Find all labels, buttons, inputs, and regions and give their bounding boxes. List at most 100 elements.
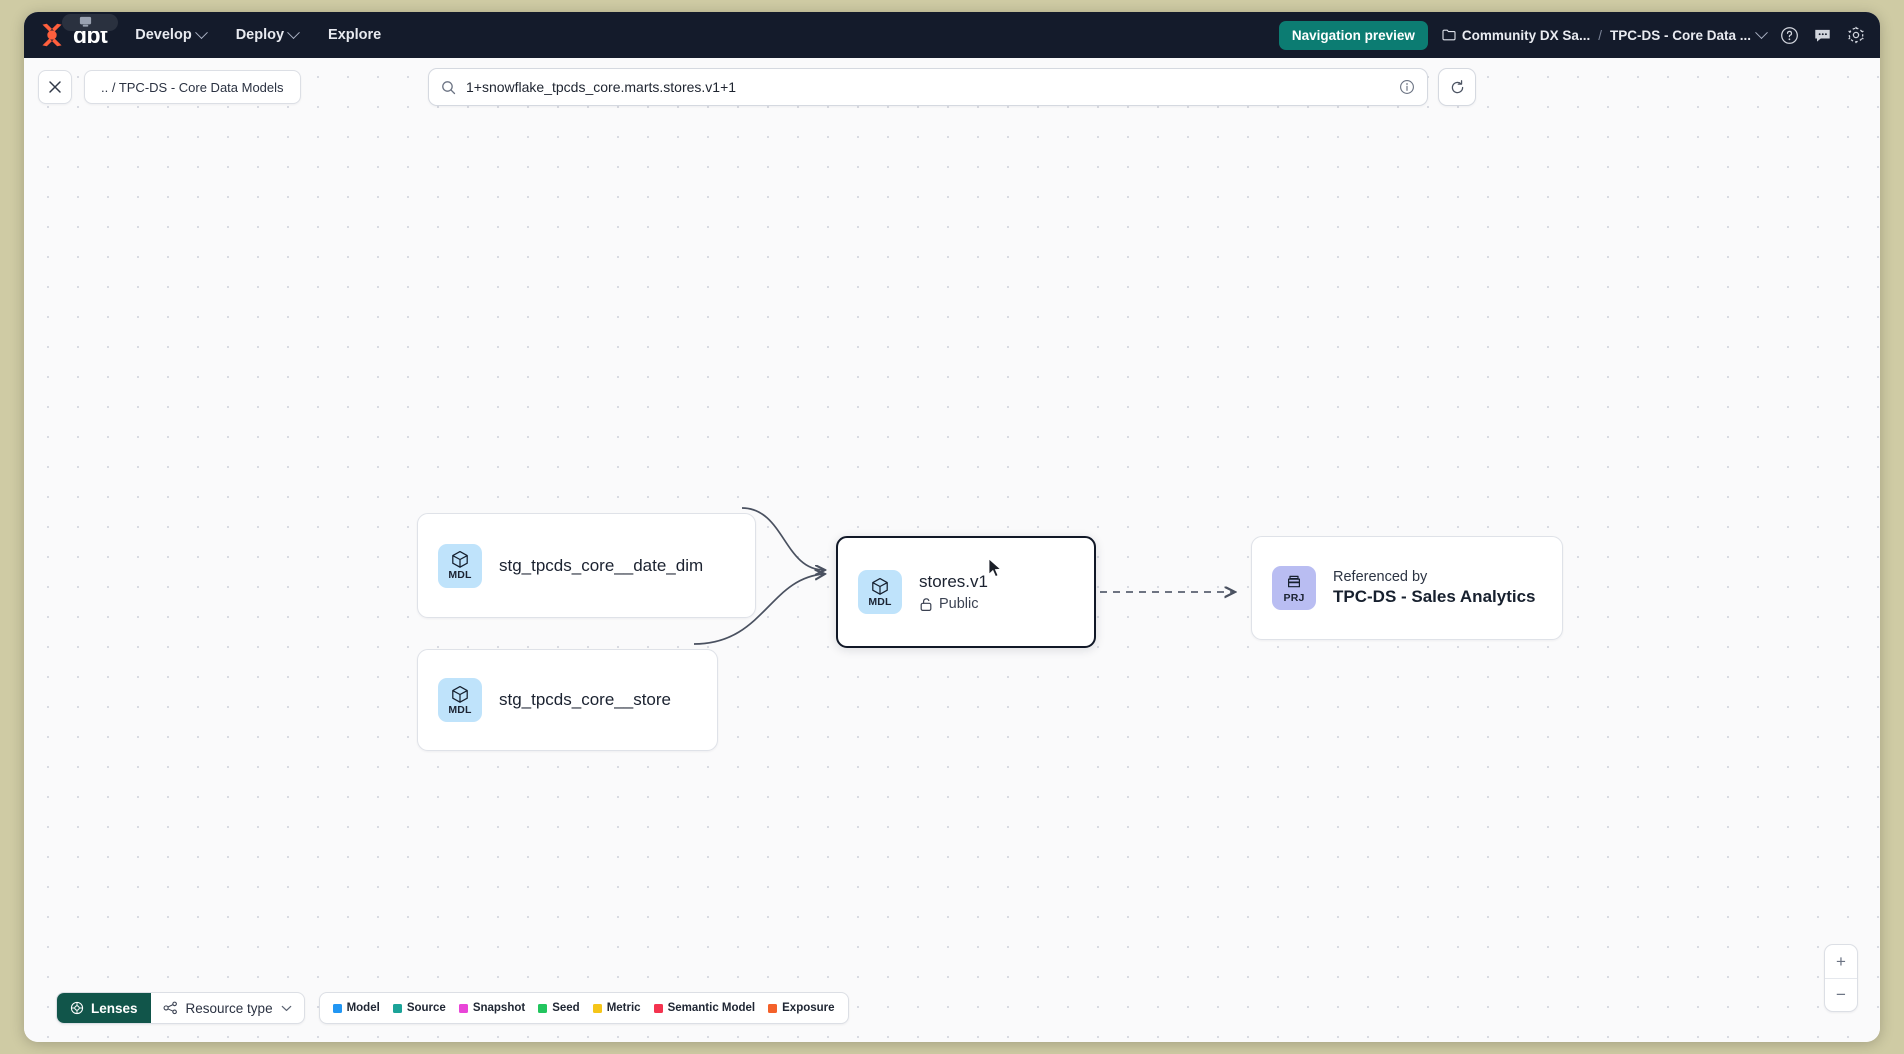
refresh-button[interactable] [1438,68,1476,106]
node-badge-mdl: MDL [438,678,482,722]
nav-item-deploy-label: Deploy [235,27,285,43]
breadcrumb-project[interactable]: TPC-DS - Core Data ... [1609,25,1768,43]
resource-type-dropdown[interactable]: Resource type [151,993,304,1023]
legend-label: Metric [606,1002,641,1014]
breadcrumb-separator: / [1598,27,1602,43]
legend-swatch [592,1003,602,1013]
breadcrumb-account-label: Community DX Sa... [1461,27,1591,43]
unlock-icon [920,597,932,611]
folder-icon [1442,29,1456,41]
breadcrumb-chip[interactable]: .. / TPC-DS - Core Data Models [84,70,301,104]
dbt-logo-icon [42,23,62,47]
node-badge-mdl: MDL [858,570,902,614]
nav-item-develop[interactable]: Develop [133,21,208,49]
node-access: Public [919,596,988,612]
chevron-down-icon [287,25,300,39]
legend-item-metric: Metric [592,1002,641,1014]
refresh-icon [1451,79,1463,93]
close-lineage-button[interactable] [38,70,72,104]
chevron-down-icon [194,25,208,39]
node-kicker: Referenced by [1333,569,1428,585]
chevron-down-icon [281,1005,291,1011]
lineage-canvas[interactable]: MDL stg_tpcds_core__date_dim MDL stg_tpc… [24,58,1880,1042]
legend-swatch [538,1003,548,1013]
lenses-label: Lenses [91,1000,138,1016]
lineage-edges [693,507,1880,645]
lens-icon [70,1001,84,1015]
search-icon [442,80,456,94]
legend-item-source: Source [392,1002,446,1014]
zoom-out-button[interactable]: − [1825,978,1857,1011]
legend-label: Source [406,1002,446,1014]
feedback-button[interactable] [1813,26,1832,45]
zoom-in-button[interactable]: + [1836,951,1846,971]
close-icon [49,81,61,93]
question-circle-icon [1781,26,1798,44]
chat-bubble-icon [1815,29,1830,42]
edge-store-to-stores [693,574,824,645]
breadcrumb-account[interactable]: Community DX Sa... [1442,28,1590,43]
gear-icon [1848,26,1864,44]
node-badge-prj: PRJ [1272,566,1316,610]
legend-label: Model [346,1002,380,1014]
legend-label: Snapshot [472,1002,526,1014]
lineage-toolbar: .. / TPC-DS - Core Data Models [24,58,1880,116]
legend-swatch [653,1003,663,1013]
node-badge-label: MDL [448,703,472,716]
project-stack-icon [1288,575,1300,588]
node-text-block: Referenced by TPC-DS - Sales Analytics [1333,569,1536,607]
nav-item-explore-label: Explore [328,27,382,43]
help-button[interactable] [1780,26,1799,45]
legend-item-snapshot: Snapshot [458,1002,526,1014]
nodes-icon [163,1001,177,1015]
node-title: TPC-DS - Sales Analytics [1333,587,1536,606]
node-access-label: Public [939,596,979,612]
cube-icon [872,577,888,595]
node-text-block: stores.v1 Public [919,572,988,612]
lineage-node-stg-date-dim[interactable]: MDL stg_tpcds_core__date_dim [417,513,756,618]
nav-right-cluster: Navigation preview Community DX Sa... / … [1278,20,1866,50]
node-badge-label: PRJ [1283,591,1305,604]
legend-swatch [392,1003,402,1013]
legend-item-exposure: Exposure [768,1002,835,1014]
legend-label: Semantic Model [667,1002,756,1014]
cube-icon [452,551,468,569]
search-area [428,68,1476,106]
lineage-search-box[interactable] [428,68,1428,106]
nav-item-develop-label: Develop [135,27,192,43]
node-title: stg_tpcds_core__store [499,690,671,709]
search-input[interactable] [466,79,1389,95]
legend-swatch [768,1003,778,1013]
legend-label: Exposure [782,1002,835,1014]
app-window: dbt Develop Deploy Explore Navigation pr… [24,12,1880,1042]
lineage-node-sales-analytics-project[interactable]: PRJ Referenced by TPC-DS - Sales Analyti… [1251,536,1563,640]
legend-item-model: Model [332,1002,380,1014]
node-badge-label: MDL [868,595,892,608]
chevron-down-icon [1755,25,1768,39]
breadcrumb-project-label: TPC-DS - Core Data ... [1609,27,1751,43]
info-circle-icon[interactable] [1399,79,1415,95]
legend-swatch [458,1003,468,1013]
settings-button[interactable] [1846,25,1866,45]
legend-item-semantic-model: Semantic Model [653,1002,756,1014]
navigation-preview-badge[interactable]: Navigation preview [1278,20,1428,50]
legend-label: Seed [552,1002,580,1014]
nav-item-deploy[interactable]: Deploy [234,21,300,49]
lens-controls: Lenses Resource type [56,992,305,1024]
lenses-button[interactable]: Lenses [57,993,151,1023]
top-navigation-bar: dbt Develop Deploy Explore Navigation pr… [24,12,1880,58]
legend-swatch [332,1003,342,1013]
account-breadcrumb: Community DX Sa... / TPC-DS - Core Data … [1442,25,1768,43]
node-title: stg_tpcds_core__date_dim [499,555,704,575]
node-title: stores.v1 [919,572,988,591]
primary-nav: Develop Deploy Explore [133,21,383,49]
tab-favicon-icon [79,16,92,27]
lineage-node-stores-v1[interactable]: MDL stores.v1 Public [836,536,1096,648]
resource-type-label: Resource type [185,1000,273,1016]
lineage-node-stg-store[interactable]: MDL stg_tpcds_core__store [417,649,718,751]
edge-date-dim-to-stores [741,507,824,570]
node-badge-mdl: MDL [438,543,482,588]
legend-item-seed: Seed [538,1002,580,1014]
node-badge-label: MDL [448,569,472,582]
nav-item-explore[interactable]: Explore [326,21,383,49]
